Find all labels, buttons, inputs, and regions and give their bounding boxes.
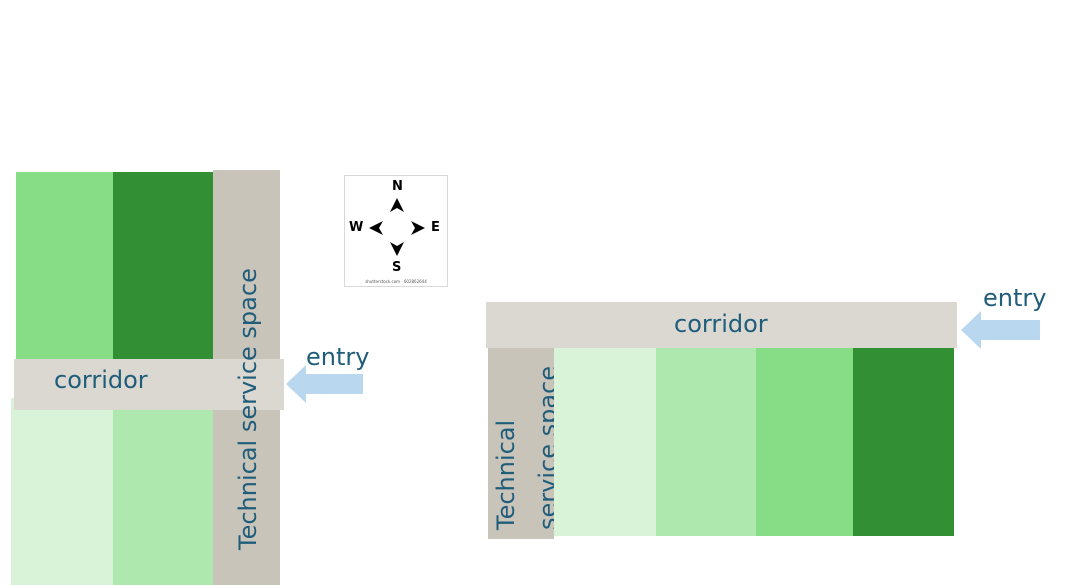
compass-south-label: S <box>392 260 402 275</box>
right-service-label-line1: Technical <box>492 419 520 530</box>
right-room-light <box>656 348 756 536</box>
compass-credit-text: shutterstock.com · 602862644 <box>365 279 427 284</box>
left-service-label: Technical service space <box>234 268 262 550</box>
left-room-bottom-light <box>113 398 213 585</box>
right-room-mid <box>756 348 853 536</box>
right-entry-arrow <box>961 311 1040 349</box>
left-entry-label: entry <box>306 343 370 371</box>
left-corridor-label: corridor <box>54 366 148 394</box>
left-entry-arrow <box>286 365 363 403</box>
right-room-lightest <box>554 348 656 536</box>
left-corridor <box>14 359 284 410</box>
compass-rose: N S W E shutterstock.com · 602862644 <box>344 175 448 287</box>
compass-north-label: N <box>392 179 403 194</box>
right-corridor-label: corridor <box>674 310 768 338</box>
right-entry-label: entry <box>983 284 1047 312</box>
right-corridor <box>486 302 957 348</box>
compass-east-label: E <box>431 220 440 235</box>
right-service-space <box>488 348 554 539</box>
compass-west-label: W <box>349 220 364 235</box>
compass-arrows-icon <box>369 198 425 256</box>
left-room-top-dark <box>113 172 213 360</box>
left-room-bottom-lightest <box>11 398 113 585</box>
right-room-dark <box>853 348 954 536</box>
left-room-top-light <box>16 172 113 360</box>
